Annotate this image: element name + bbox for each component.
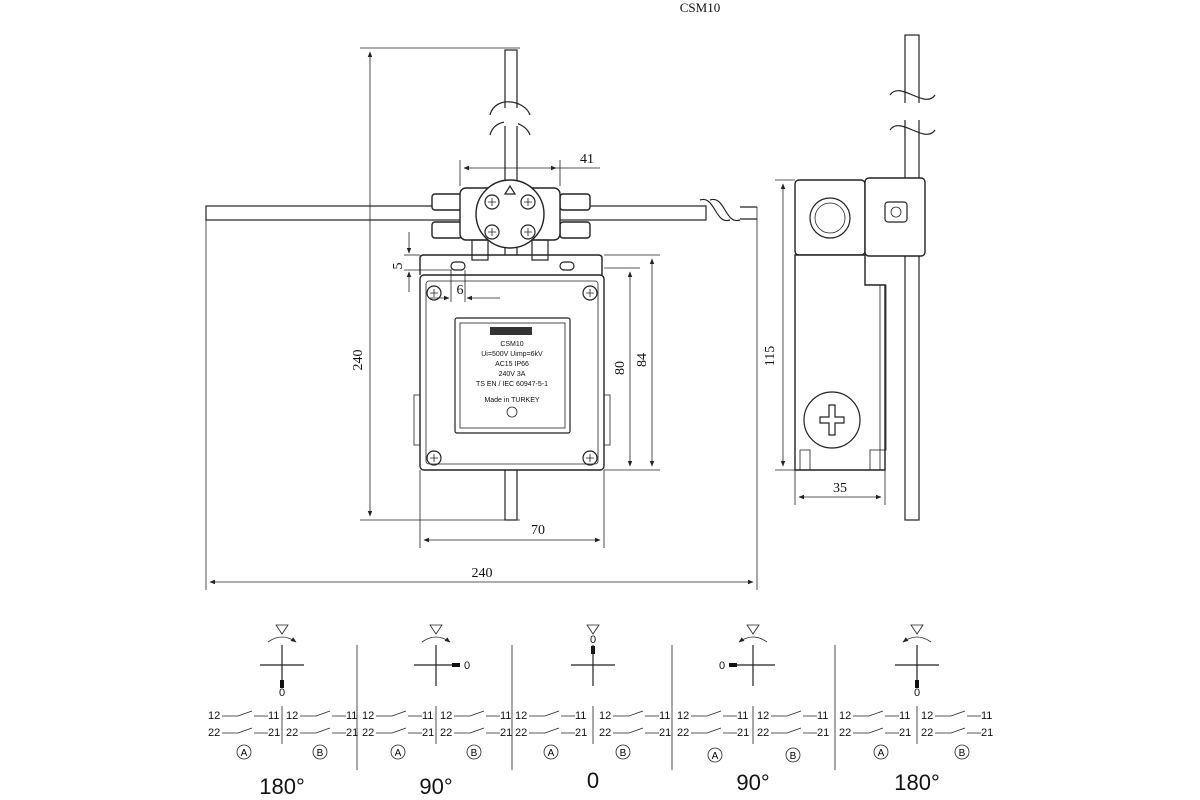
terminal-11a: 11	[575, 710, 586, 722]
terminal-22a: 22	[839, 727, 851, 739]
contact-a-label: A	[395, 748, 402, 759]
terminal-22b: 22	[757, 727, 769, 739]
angle-label: 90°	[736, 770, 769, 795]
terminal-21b: 21	[346, 727, 358, 739]
lever-pos-label: 0	[279, 687, 285, 699]
terminal-11b: 11	[346, 710, 357, 722]
schematic-panel-2: 0 12 11 22 21 12 11 22 21 A B 90°	[362, 624, 512, 799]
terminal-12a: 12	[208, 710, 220, 722]
dim-overall-width: 240	[472, 566, 493, 581]
angle-label: 180°	[894, 770, 940, 795]
nameplate-line1: CSM10	[500, 341, 523, 348]
terminal-11a: 11	[737, 710, 748, 722]
contact-b-label: B	[790, 751, 797, 762]
terminal-22a: 22	[362, 727, 374, 739]
terminal-11b: 11	[659, 710, 670, 722]
corner-screws	[426, 285, 598, 466]
terminal-21a: 21	[268, 727, 280, 739]
terminal-22a: 22	[677, 727, 689, 739]
terminal-21a: 21	[737, 727, 749, 739]
terminal-12b: 12	[286, 710, 298, 722]
angle-label: 180°	[259, 774, 305, 799]
schematic-panel-4: 0 12 11 22 21 12 11 22 21 A B 90°	[677, 624, 829, 795]
nameplate: CSM10 Ui=500V Uimp=6kV AC15 IP66 240V 3A…	[454, 317, 571, 434]
switch-body	[419, 274, 605, 471]
mounting-flange	[419, 254, 603, 275]
contact-b-label: B	[317, 748, 324, 759]
terminal-12a: 12	[677, 710, 689, 722]
terminal-22b: 22	[440, 727, 452, 739]
terminal-12a: 12	[515, 710, 527, 722]
lever-pos-label: 0	[914, 687, 920, 699]
schematic-panel-3: 0 12 11 22 21 12 11 22 21 A B 0	[515, 624, 671, 793]
terminal-21a: 21	[422, 727, 434, 739]
side-view	[794, 34, 936, 521]
terminal-12a: 12	[362, 710, 374, 722]
nameplate-line3: AC15 IP66	[495, 361, 529, 368]
dim-roller-width: 41	[580, 152, 594, 167]
terminal-21a: 21	[575, 727, 587, 739]
terminal-22b: 22	[286, 727, 298, 739]
dim-mount-offset-6: 6	[457, 283, 464, 298]
schematic-row: 0 12 11 22 21 12 11 22 21 A B 180°	[208, 624, 993, 799]
schematic-panel-1: 0 12 11 22 21 12 11 22 21 A B 180°	[208, 624, 358, 799]
angle-label: 0	[587, 768, 599, 793]
actuator-head	[431, 179, 591, 261]
dim-overall-height: 240	[351, 350, 366, 371]
terminal-21b: 21	[817, 727, 829, 739]
terminal-12b: 12	[599, 710, 611, 722]
terminal-11a: 11	[422, 710, 433, 722]
side-vertical-rod	[904, 34, 920, 521]
nameplate-line5: TS EN / IEC 60947-5-1	[476, 381, 548, 388]
terminal-22a: 22	[208, 727, 220, 739]
schematic-panel-5: 0 12 11 22 21 12 11 22 21 A B 180°	[839, 624, 993, 795]
terminal-22b: 22	[599, 727, 611, 739]
terminal-21a: 21	[899, 727, 911, 739]
lever-pos-label: 0	[590, 634, 596, 646]
contact-b-label: B	[620, 748, 627, 759]
dimension-lines: 240 240 41 70 80 84 5	[205, 47, 886, 590]
terminal-22a: 22	[515, 727, 527, 739]
dim-body-width: 70	[531, 523, 545, 538]
contact-b-label: B	[471, 748, 478, 759]
nameplate-line2: Ui=500V Uimp=6kV	[481, 351, 543, 358]
dim-side-depth: 35	[833, 481, 847, 496]
contact-a-label: A	[878, 748, 885, 759]
nameplate-line4: 240V 3A	[499, 371, 526, 378]
terminal-21b: 21	[981, 727, 993, 739]
angle-label: 90°	[419, 774, 452, 799]
lever-pos-label: 0	[464, 660, 470, 672]
terminal-21b: 21	[659, 727, 671, 739]
terminal-22b: 22	[921, 727, 933, 739]
terminal-12b: 12	[757, 710, 769, 722]
contact-a-label: A	[548, 748, 555, 759]
front-view: CSM10 Ui=500V Uimp=6kV AC15 IP66 240V 3A…	[205, 49, 757, 521]
contact-b-label: B	[959, 748, 966, 759]
terminal-11a: 11	[268, 710, 279, 722]
terminal-21b: 21	[500, 727, 512, 739]
terminal-11b: 11	[981, 710, 992, 722]
dim-side-height: 115	[763, 346, 778, 366]
terminal-11a: 11	[899, 710, 910, 722]
dim-body-height-84: 84	[635, 353, 650, 367]
contact-a-label: A	[712, 751, 719, 762]
terminal-12b: 12	[921, 710, 933, 722]
terminal-12a: 12	[839, 710, 851, 722]
dim-body-height-80: 80	[613, 361, 628, 375]
contact-a-label: A	[241, 748, 248, 759]
terminal-12b: 12	[440, 710, 452, 722]
lever-pos-label: 0	[719, 660, 725, 672]
terminal-11b: 11	[500, 710, 511, 722]
terminal-11b: 11	[817, 710, 828, 722]
drawing-title: CSM10	[680, 0, 720, 15]
dim-mount-offset-5: 5	[391, 263, 406, 270]
nameplate-line6: Made in TURKEY	[484, 397, 539, 404]
